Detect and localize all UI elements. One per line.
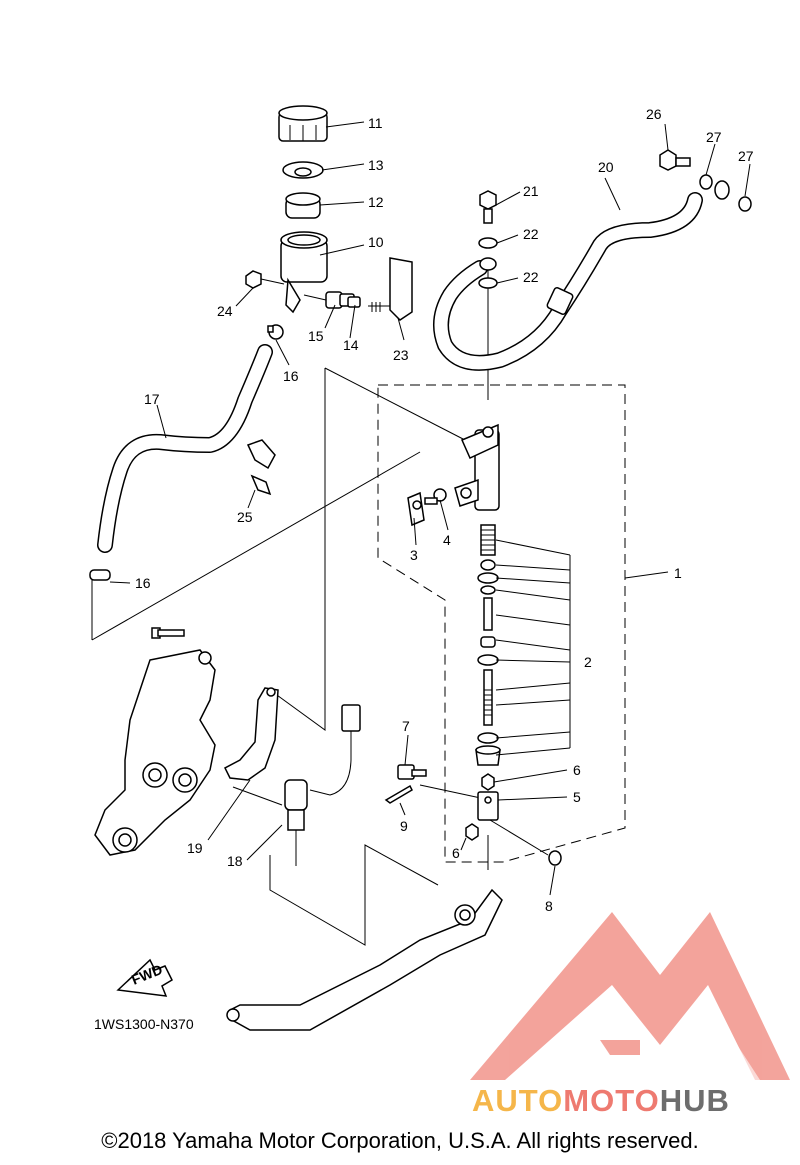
callout-25: 25 (237, 509, 253, 525)
callout-14: 14 (343, 337, 359, 353)
callout-27-b: 27 (738, 148, 754, 164)
callout-16: 16 (283, 368, 299, 384)
fwd-arrow-icon: FWD (116, 958, 173, 997)
callout-18: 18 (227, 853, 243, 869)
callout-12: 12 (368, 194, 384, 210)
brand-hub: HUB (659, 1083, 730, 1118)
callout-20: 20 (598, 159, 614, 175)
reservoir-hose (97, 344, 273, 553)
automotohub-logo-icon (470, 912, 790, 1080)
reservoir-diaphragm (285, 192, 321, 219)
callout-19: 19 (187, 840, 203, 856)
reservoir-bolt (245, 270, 285, 289)
callout-7: 7 (402, 718, 410, 734)
spring (480, 524, 496, 556)
rear-master-cylinder-diagram: FWD 11 13 (89, 105, 790, 1080)
callout-3: 3 (410, 547, 418, 563)
callout-labels: 11 13 12 10 24 15 14 23 16 17 25 16 3 4 … (94, 106, 754, 1032)
union-bolt-top (659, 149, 691, 171)
callout-10: 10 (368, 234, 384, 250)
callout-4: 4 (443, 532, 451, 548)
cylinder-kit-parts (475, 559, 501, 766)
hose-holder (246, 439, 276, 496)
switch-bracket (224, 687, 279, 781)
master-cylinder-body (454, 423, 500, 511)
pin (397, 764, 427, 780)
cotter-pin (384, 784, 413, 804)
callout-27: 27 (706, 129, 722, 145)
hose-joint (407, 491, 425, 527)
washer (548, 850, 562, 866)
callout-24: 24 (217, 303, 233, 319)
watermark-brand: AUTOMOTOHUB (472, 1083, 730, 1119)
nut-lower (465, 823, 479, 841)
callout-22: 22 (523, 226, 539, 242)
callout-9: 9 (400, 818, 408, 834)
callout-11: 11 (368, 115, 383, 131)
assembly-outline (377, 384, 626, 863)
callout-22-b: 22 (523, 269, 539, 285)
callout-2: 2 (584, 654, 592, 670)
callout-21: 21 (523, 183, 539, 199)
copper-washers-top (699, 174, 752, 212)
brake-pedal (226, 888, 503, 1031)
callout-5: 5 (573, 789, 581, 805)
nut (481, 773, 495, 791)
gaskets (478, 237, 498, 289)
callout-16-lower: 16 (135, 575, 151, 591)
callout-26: 26 (646, 106, 662, 122)
callout-23: 23 (393, 347, 409, 363)
bracket-bolt (151, 627, 185, 639)
callout-leaders (109, 121, 751, 896)
callout-6: 6 (573, 762, 581, 778)
callout-1: 1 (674, 565, 682, 581)
hose-clip-lower (89, 569, 111, 581)
union-bolt (479, 190, 497, 224)
brake-switch (284, 704, 361, 866)
copyright-notice: ©2018 Yamaha Motor Corporation, U.S.A. A… (101, 1128, 699, 1153)
callout-8: 8 (545, 898, 553, 914)
brake-hose (433, 180, 730, 371)
reservoir-tank (280, 231, 328, 314)
footrest-bracket (94, 649, 216, 856)
diagram-code: 1WS1300-N370 (94, 1016, 194, 1032)
reservoir-bracket (368, 257, 413, 321)
reservoir-diaphragm-plate (282, 161, 324, 179)
hose-clip (267, 324, 284, 340)
reference-lines (91, 270, 549, 946)
o-ring-joint (424, 488, 447, 505)
callout-17: 17 (144, 391, 160, 407)
callout-13: 13 (368, 157, 384, 173)
brand-moto: MOTO (563, 1083, 660, 1118)
callout-15: 15 (308, 328, 324, 344)
hose-fitting (303, 291, 361, 309)
callout-6-lower: 6 (452, 845, 460, 861)
brand-auto: AUTO (472, 1083, 564, 1118)
clevis (477, 791, 499, 821)
reservoir-cap (278, 105, 328, 142)
